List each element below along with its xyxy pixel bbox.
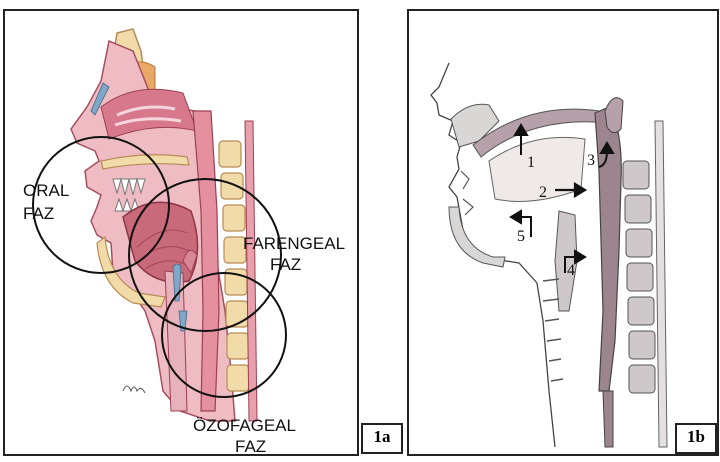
esophageal-phase-circle [161,272,287,398]
sagittal-diagram: 1 2 3 4 5 [430,62,668,448]
pharyngeal-phase-label-line1: FARENGEAL [243,234,345,253]
marker-1: 1 [527,154,535,171]
hard-palate [100,154,190,170]
trachea-rings [542,278,564,382]
marker-2: 2 [539,184,547,201]
nasal-turbinates [114,105,182,127]
esophageal-phase-label-line2: FAZ [235,437,266,456]
pharyngeal-phase-label-line2: FAZ [270,255,301,274]
panel-1a: ORAL FAZ FARENGEAL FAZ ÖZOFAGEAL FAZ [3,9,359,456]
spinal-canal [654,120,668,448]
oral-phase-circle [32,136,170,274]
esophagus [602,390,614,448]
artist-signature [122,385,146,394]
nasal-blue-cartilage [90,82,110,116]
upper-teeth [112,177,146,196]
oral-phase-label-line1: ORAL [23,181,69,200]
marker-5: 5 [517,228,525,245]
anatomy-illustration: ORAL FAZ FARENGEAL FAZ ÖZOFAGEAL FAZ [23,28,345,456]
vertebral-column [622,160,656,394]
marker-3: 3 [587,152,595,169]
panel-1b-tag: 1b [675,423,717,454]
teeth [460,170,474,216]
tongue-area [488,136,586,202]
mandible [448,206,506,268]
blue-cartilage [172,263,188,332]
arrow-5 [509,209,532,237]
arrow-4 [564,249,587,273]
esophageal-phase-label-line1: ÖZOFAGEAL [193,416,296,435]
arrow-1 [513,123,529,155]
skull-base [450,103,500,148]
oral-phase-label-line2: FAZ [23,204,54,223]
panel-1a-tag: 1a [361,423,403,454]
panel-1b: 1 2 3 4 5 [407,9,719,456]
soft-palate [604,97,624,133]
face-outline [430,62,556,448]
arrow-3 [598,141,615,168]
pharynx [192,110,220,412]
marker-4: 4 [567,262,575,279]
epiglottis [182,249,198,275]
pharyngeal-phase-circle [128,178,282,332]
arrow-2 [555,182,588,198]
